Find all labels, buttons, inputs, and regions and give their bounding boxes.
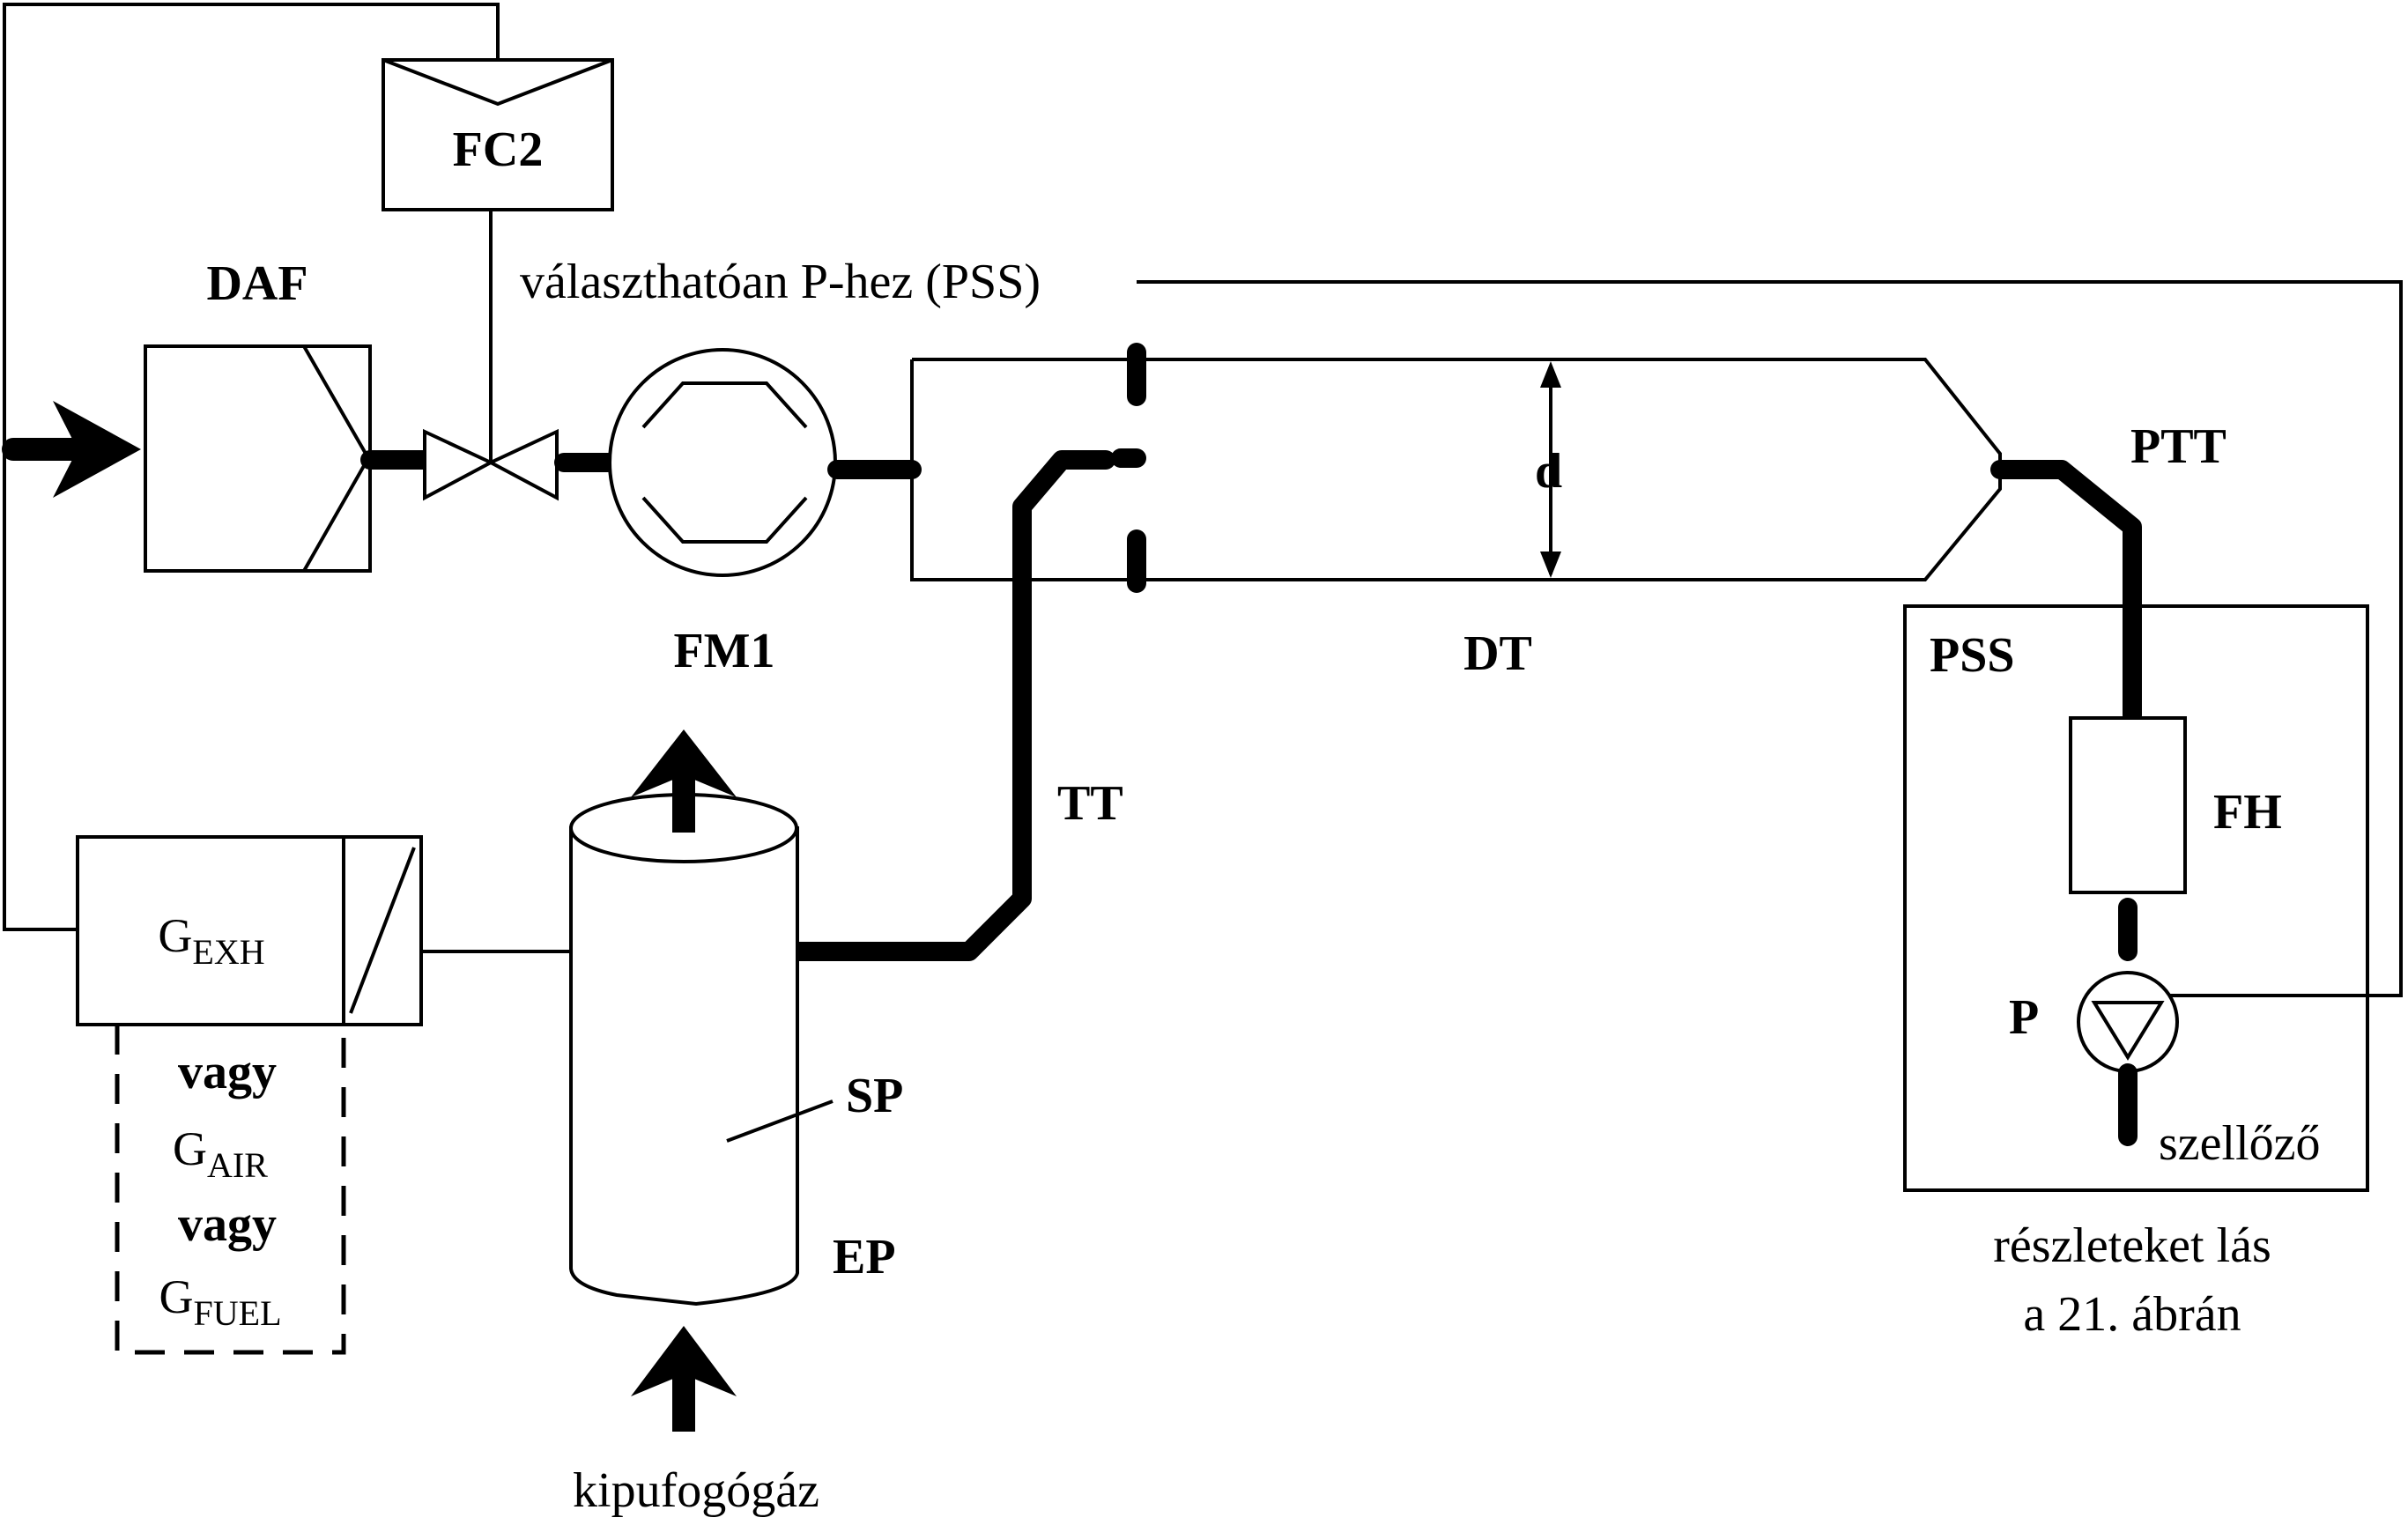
option-note: választhatóan P-hez (PSS) [520,255,1041,309]
exhaust-inlet-arrow: kipufogógáz [573,1326,819,1518]
fm1-label: FM1 [673,624,774,678]
p-pump: P [2009,971,2179,1073]
pss-label: PSS [1930,628,2015,683]
exhaust-outlet-arrow [631,729,737,833]
sp-pointer [726,1099,834,1143]
gexh-label: GEXH [158,909,264,972]
or-label-2: vagy [178,1197,277,1252]
fh-label: FH [2213,785,2282,840]
or-label-1: vagy [178,1045,277,1099]
tt-label: TT [1057,776,1123,831]
gfuel-label: GFUEL [159,1270,282,1333]
gair-label: GAIR [173,1122,268,1185]
diameter-label: d [1535,444,1562,499]
ptt-transfer-tube [1990,460,2142,725]
dilution-air-inlet-arrow [2,401,141,498]
sp-label: SP [846,1069,903,1123]
ptt-label: PTT [2130,419,2226,474]
pump-label: P [2009,990,2039,1045]
details-note-line2: a 21. ábrán [2023,1287,2241,1342]
g-signal-box: GEXH [76,835,423,1026]
fm1-flow-meter: FM1 [608,348,837,678]
pss-option-line [1137,280,2403,997]
fh-filter-holder: FH [2069,716,2282,894]
flow-control-valve [423,428,559,501]
alternative-signals-box: vagy GAIR vagy GFUEL [115,1025,346,1355]
daf-label: DAF [206,256,307,311]
pss-sampling-system: PSS [1903,604,2369,1192]
daf-filter: DAF [144,256,372,573]
dt-label: DT [1463,626,1532,681]
exhaust-gas-label: kipufogógáz [573,1463,819,1518]
dt-dilution-tunnel: DT [910,358,2002,681]
details-note-line1: részleteket lás [1993,1218,2271,1273]
fc2-controller: FC2 [382,58,614,211]
fc2-control-line [3,3,500,931]
diameter-marker: d [1535,361,1562,578]
vent-label: szellőző [2159,1116,2320,1171]
ep-exhaust-pipe: EP [569,793,896,1307]
fc2-label: FC2 [453,122,544,177]
ep-label: EP [833,1230,896,1284]
